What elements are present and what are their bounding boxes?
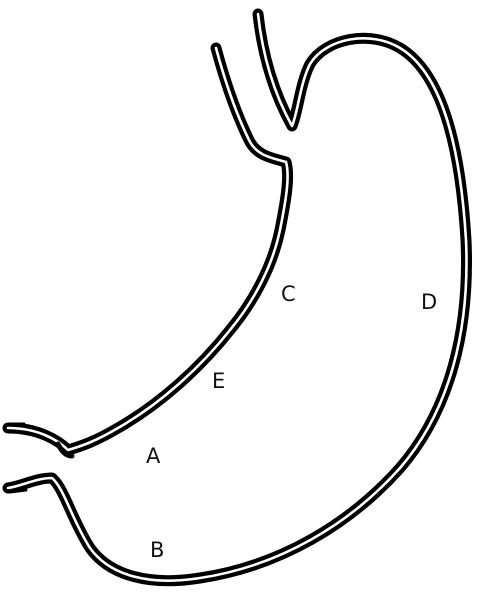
label-e: E <box>212 371 225 392</box>
lesser-curvature-wall <box>8 48 288 450</box>
label-d: D <box>421 292 437 313</box>
label-a: A <box>146 446 160 467</box>
label-b: B <box>150 540 164 561</box>
label-c: C <box>281 284 296 305</box>
